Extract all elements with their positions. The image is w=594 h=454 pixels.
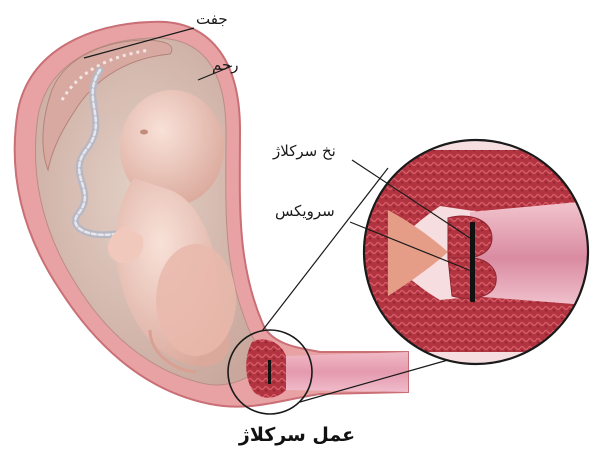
- placenta-label: جفت: [196, 10, 228, 28]
- figure-caption: عمل سرکلاژ: [0, 424, 594, 446]
- cervix: [246, 339, 286, 397]
- vaginal-canal: [286, 352, 408, 392]
- cerclage-stitch: [470, 222, 475, 302]
- cervix-label: سرویکس: [275, 202, 335, 220]
- cerclage-stitch-label: نخ سرکلاژ: [273, 142, 336, 160]
- zoom-inset: [360, 140, 594, 370]
- cerclage-stitch-small: [268, 360, 271, 384]
- uterus-label: رحم: [212, 56, 239, 74]
